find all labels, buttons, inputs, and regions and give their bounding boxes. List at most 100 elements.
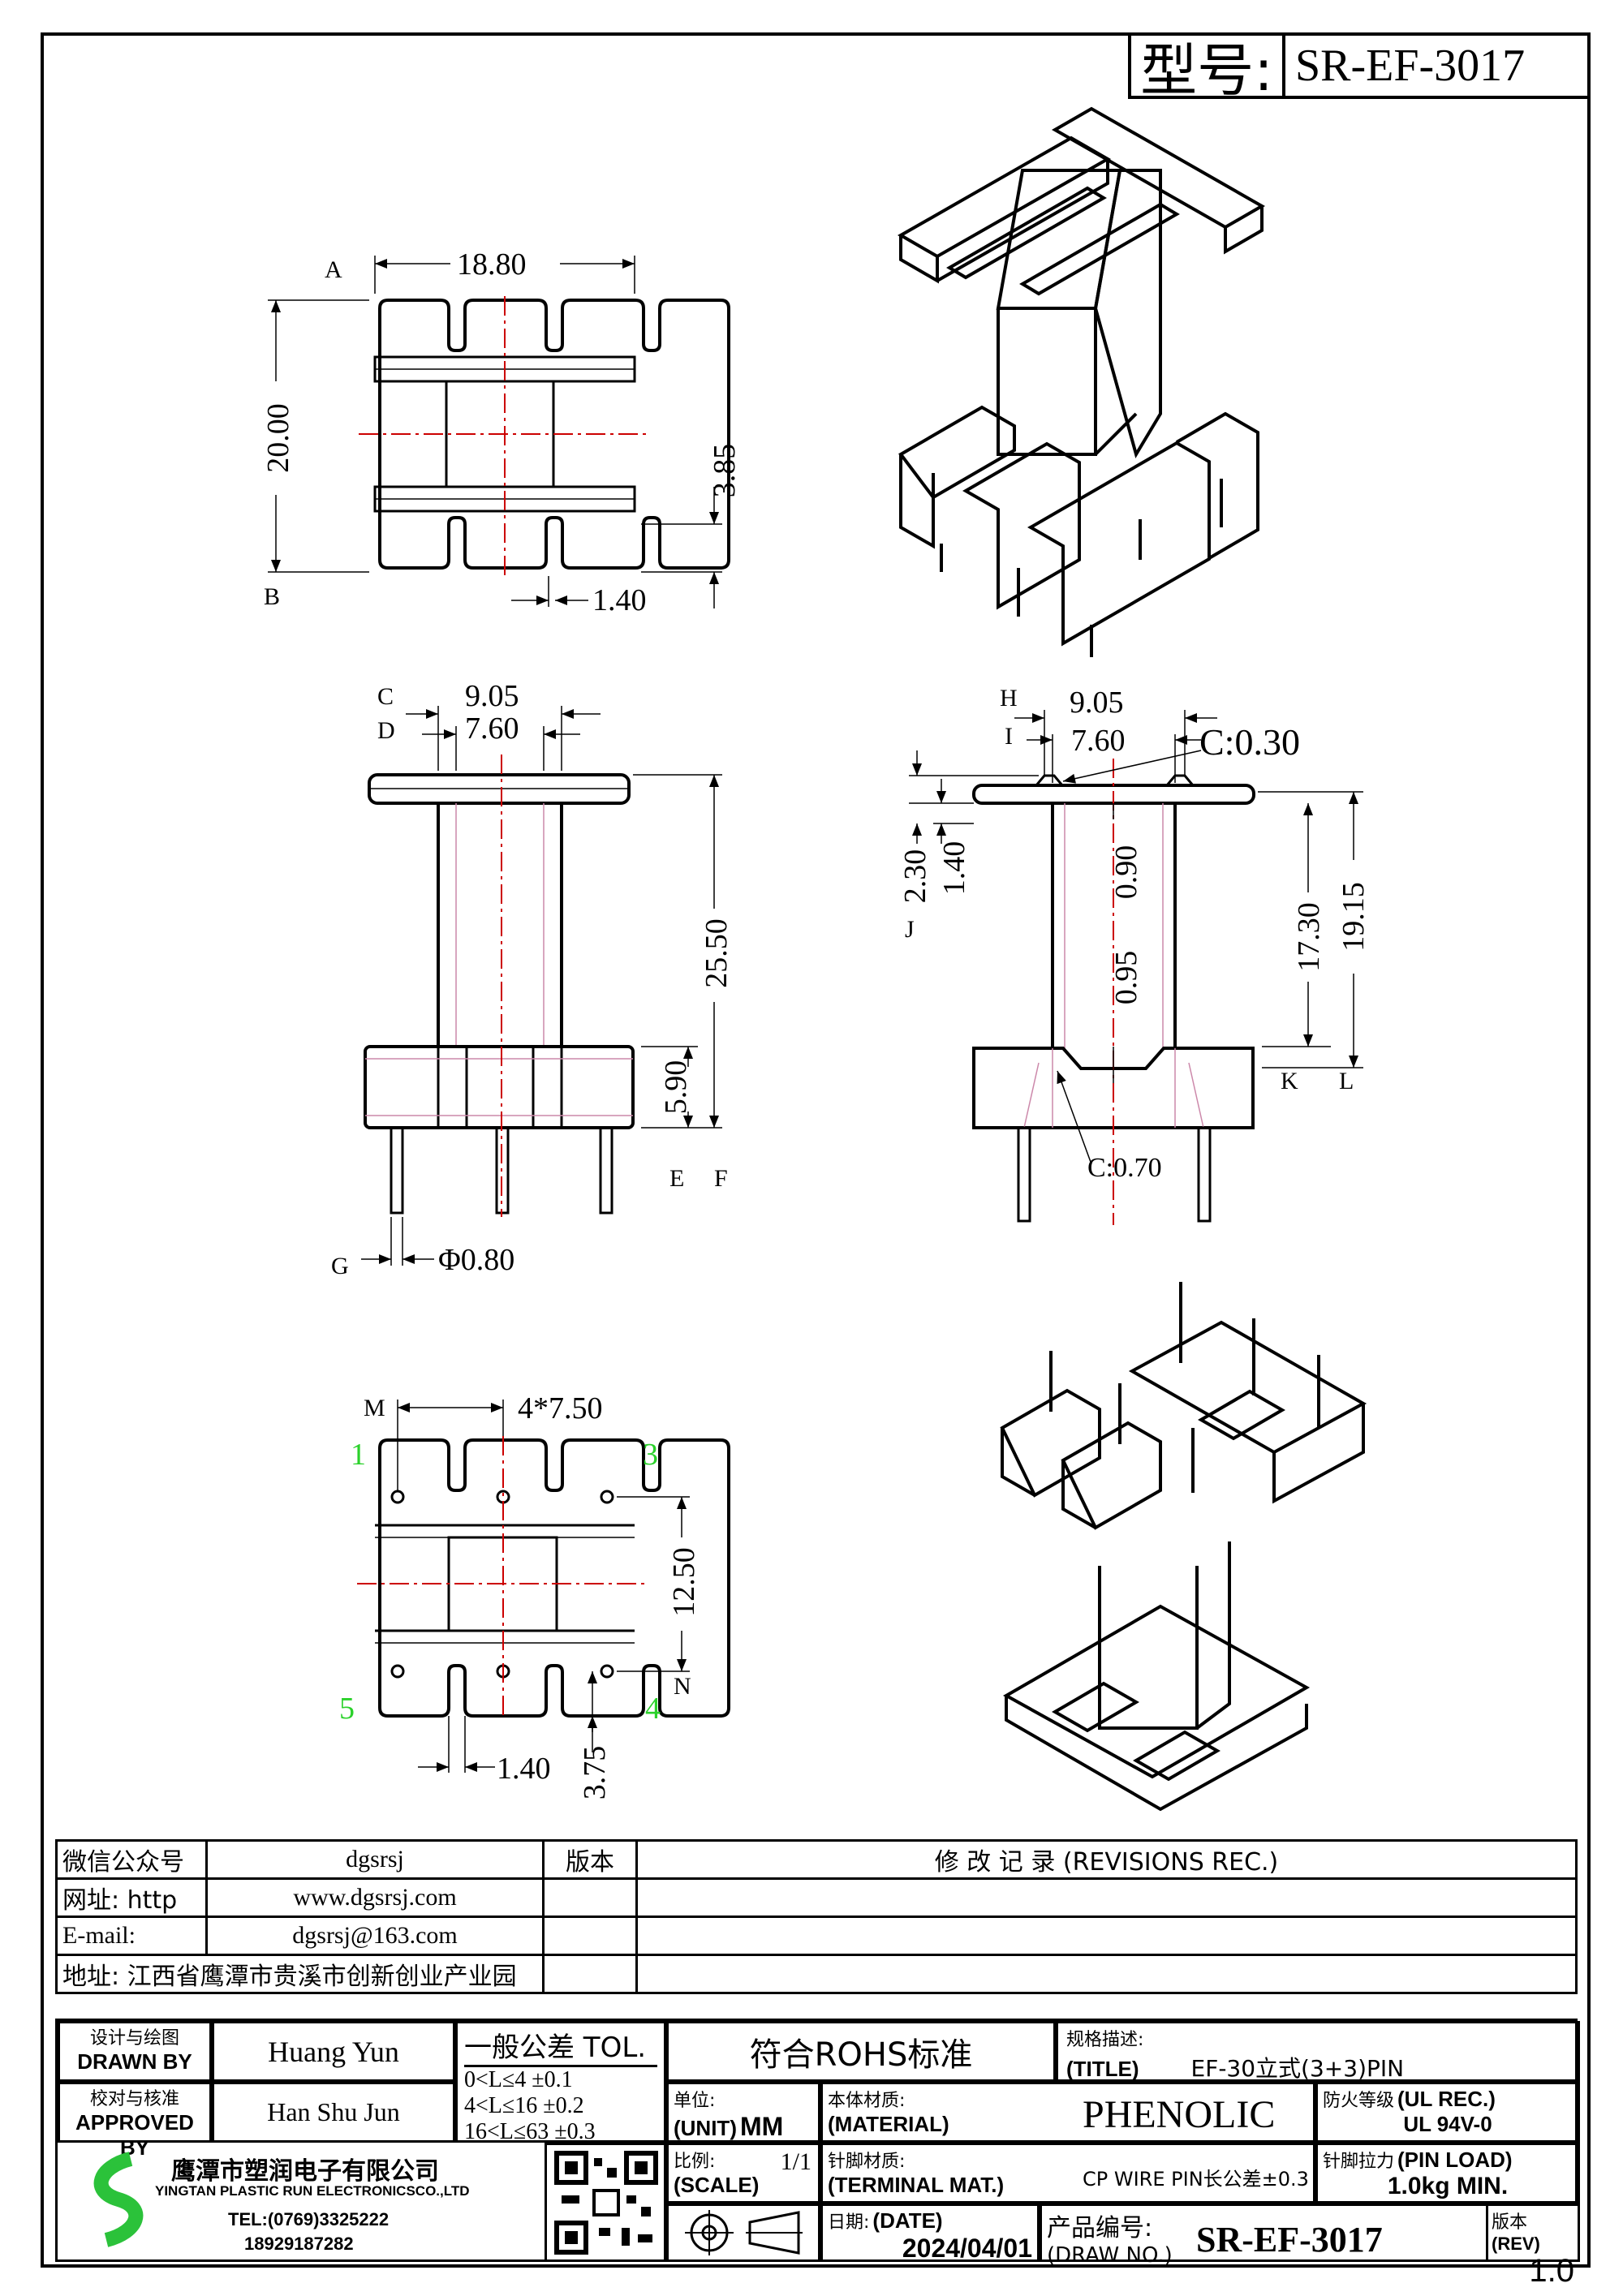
ref-label-k: K (1281, 1068, 1298, 1094)
unit-cn: 单位: (674, 2091, 716, 2111)
title-cell: 规格描述: (TITLE) EF-30立式(3+3)PIN (1056, 2021, 1580, 2082)
web-value: www.dgsrsj.com (205, 1877, 545, 1918)
projection-symbol (666, 2204, 820, 2262)
side-dim-095: 0.95 (1109, 951, 1143, 1005)
terminal-label: (TERMINAL MAT.) (828, 2173, 1005, 2197)
material-cell: 本体材质: (MATERIAL) PHENOLIC (820, 2082, 1315, 2143)
version-cell (542, 1954, 638, 1994)
pin-1-label: 1 (351, 1438, 366, 1472)
tolerance-row: 4<L≤16 ±0.2 (464, 2093, 584, 2118)
front-view (361, 706, 722, 1266)
ref-label-b: B (264, 583, 280, 610)
company-logo (93, 2152, 144, 2247)
side-chamfer-top: C:0.30 (1199, 721, 1300, 763)
side-dim-1730: 17.30 (1292, 902, 1326, 972)
rev-label: (REV) (1492, 2234, 1540, 2254)
approved-by-label: APPROVED BY (75, 2110, 194, 2160)
wechat-label: 微信公众号 (55, 1839, 208, 1880)
ref-label-i: I (1005, 723, 1013, 750)
terminal-cell: 针脚材质: (TERMINAL MAT.) CP WIRE PIN长公差±0.3 (820, 2143, 1315, 2204)
revision-cell (635, 1877, 1578, 1918)
front-pin-dia: Φ0.80 (438, 1243, 514, 1277)
approved-by: Han Shu Jun (212, 2082, 455, 2143)
date-label: (DATE) (872, 2208, 943, 2233)
tolerance-block: 一般公差 TOL. 0<L≤4 ±0.1 4<L≤16 ±0.2 16<L≤63… (455, 2021, 666, 2144)
ref-label-d: D (377, 717, 395, 744)
side-view (909, 710, 1363, 1225)
web-label: 网址: http (55, 1877, 208, 1918)
version-cell (542, 1877, 638, 1918)
version-label: 版本 (542, 1839, 638, 1880)
ref-label-l: L (1339, 1068, 1354, 1094)
revisions-label: 修 改 记 录 (REVISIONS REC.) (635, 1839, 1578, 1880)
top-view (268, 256, 730, 608)
rohs-label: 符合ROHS标准 (666, 2021, 1056, 2082)
title-cn: 规格描述: (1066, 2030, 1144, 2050)
rev-cn: 版本 (1492, 2212, 1528, 2233)
side-chamfer-bottom: C:0.70 (1087, 1153, 1162, 1183)
unit-value: MM (739, 2112, 784, 2141)
ref-label-n: N (674, 1673, 691, 1700)
address: 地址: 江西省鹰潭市贵溪市创新创业产业园 (55, 1954, 545, 1994)
ref-label-e: E (669, 1165, 684, 1192)
rev-cell: 版本(REV) 1.0 (1486, 2204, 1580, 2287)
scale-label: (SCALE) (674, 2173, 760, 2197)
material-value: PHENOLIC (1083, 2093, 1276, 2136)
date-cn: 日期: (828, 2212, 870, 2233)
revision-cell (635, 1954, 1578, 1994)
fire-cn: 防火等级 (1323, 2091, 1395, 2111)
pin-5-label: 5 (339, 1692, 355, 1726)
pin-3-label: 3 (643, 1438, 658, 1472)
company-en: YINGTAN PLASTIC RUN ELECTRONICSCO.,LTD (155, 2183, 470, 2199)
drawno-value: SR-EF-3017 (1196, 2220, 1383, 2259)
pinload-value: 1.0kg MIN. (1387, 2173, 1509, 2199)
check-cn: 校对与核准 (89, 2089, 179, 2109)
pin-load-cell: 针脚拉力 (PIN LOAD) 1.0kg MIN. (1315, 2143, 1580, 2204)
bottom-pitch-dim: 4*7.50 (518, 1391, 603, 1425)
material-cn: 本体材质: (828, 2091, 906, 2111)
revision-cell (635, 1915, 1578, 1956)
isometric-view-bottom (1000, 1282, 1367, 1812)
company-cn: 鹰潭市塑润电子有限公司 (171, 2157, 439, 2186)
model-label: 型号: (1131, 36, 1285, 104)
ref-label-c: C (377, 683, 394, 710)
side-dim-090: 0.90 (1109, 845, 1143, 900)
date-cell: 日期: (DATE) 2024/04/01 (820, 2204, 1040, 2263)
top-flange-dim: 3.85 (708, 444, 742, 498)
company-block: 鹰潭市塑润电子有限公司 YINGTAN PLASTIC RUN ELECTRON… (58, 2143, 545, 2262)
model-number-box: 型号: SR-EF-3017 (1128, 32, 1591, 104)
ref-label-j: J (905, 916, 915, 943)
fire-rating-cell: 防火等级 (UL REC.) UL 94V-0 (1315, 2082, 1580, 2143)
terminal-value: CP WIRE PIN长公差±0.3 (1083, 2168, 1309, 2191)
top-slot-dim: 1.40 (592, 583, 647, 617)
title-label: (TITLE) (1066, 2057, 1139, 2081)
date-value: 2024/04/01 (902, 2234, 1032, 2263)
designer-label-cell: 设计与绘图 DRAWN BY (58, 2021, 212, 2082)
fire-label: (UL REC.) (1397, 2087, 1496, 2111)
ref-label-m: M (364, 1395, 385, 1421)
side-inner-dim: 7.60 (1071, 724, 1126, 758)
side-outer-dim: 9.05 (1070, 686, 1124, 720)
front-base-height: 5.90 (659, 1060, 693, 1115)
fire-value: UL 94V-0 (1403, 2112, 1492, 2136)
approver-label-cell: 校对与核准 APPROVED BY (58, 2082, 212, 2160)
ref-label-h: H (1000, 685, 1018, 712)
side-dim-140: 1.40 (937, 841, 971, 896)
drawing-area: 18.80 20.00 3.85 1.40 9.05 7.60 25.50 5.… (261, 106, 1371, 1812)
info-table: 微信公众号 dgsrsj 版本 修 改 记 录 (REVISIONS REC.)… (55, 1839, 1578, 1994)
projection-symbol-icon (685, 2210, 803, 2255)
front-total-height: 25.50 (700, 918, 734, 988)
email-value: dgsrsj@163.com (205, 1915, 545, 1956)
drawno-label: (DRAW NO.) (1047, 2243, 1173, 2268)
side-dim-1915: 19.15 (1337, 882, 1371, 952)
pinload-label: (PIN LOAD) (1397, 2148, 1513, 2172)
bottom-slot-dim: 1.40 (497, 1752, 551, 1786)
drawn-by: Huang Yun (212, 2021, 455, 2082)
front-inner-dim: 7.60 (465, 712, 519, 746)
rev-value: 1.0 (1529, 2253, 1574, 2289)
unit-label: (UNIT) (674, 2116, 737, 2140)
top-width-dim: 18.80 (457, 247, 527, 282)
scale-cell: 比例: 1/1 (SCALE) (666, 2143, 820, 2204)
terminal-cn: 针脚材质: (828, 2152, 906, 2172)
material-label: (MATERIAL) (828, 2112, 949, 2136)
